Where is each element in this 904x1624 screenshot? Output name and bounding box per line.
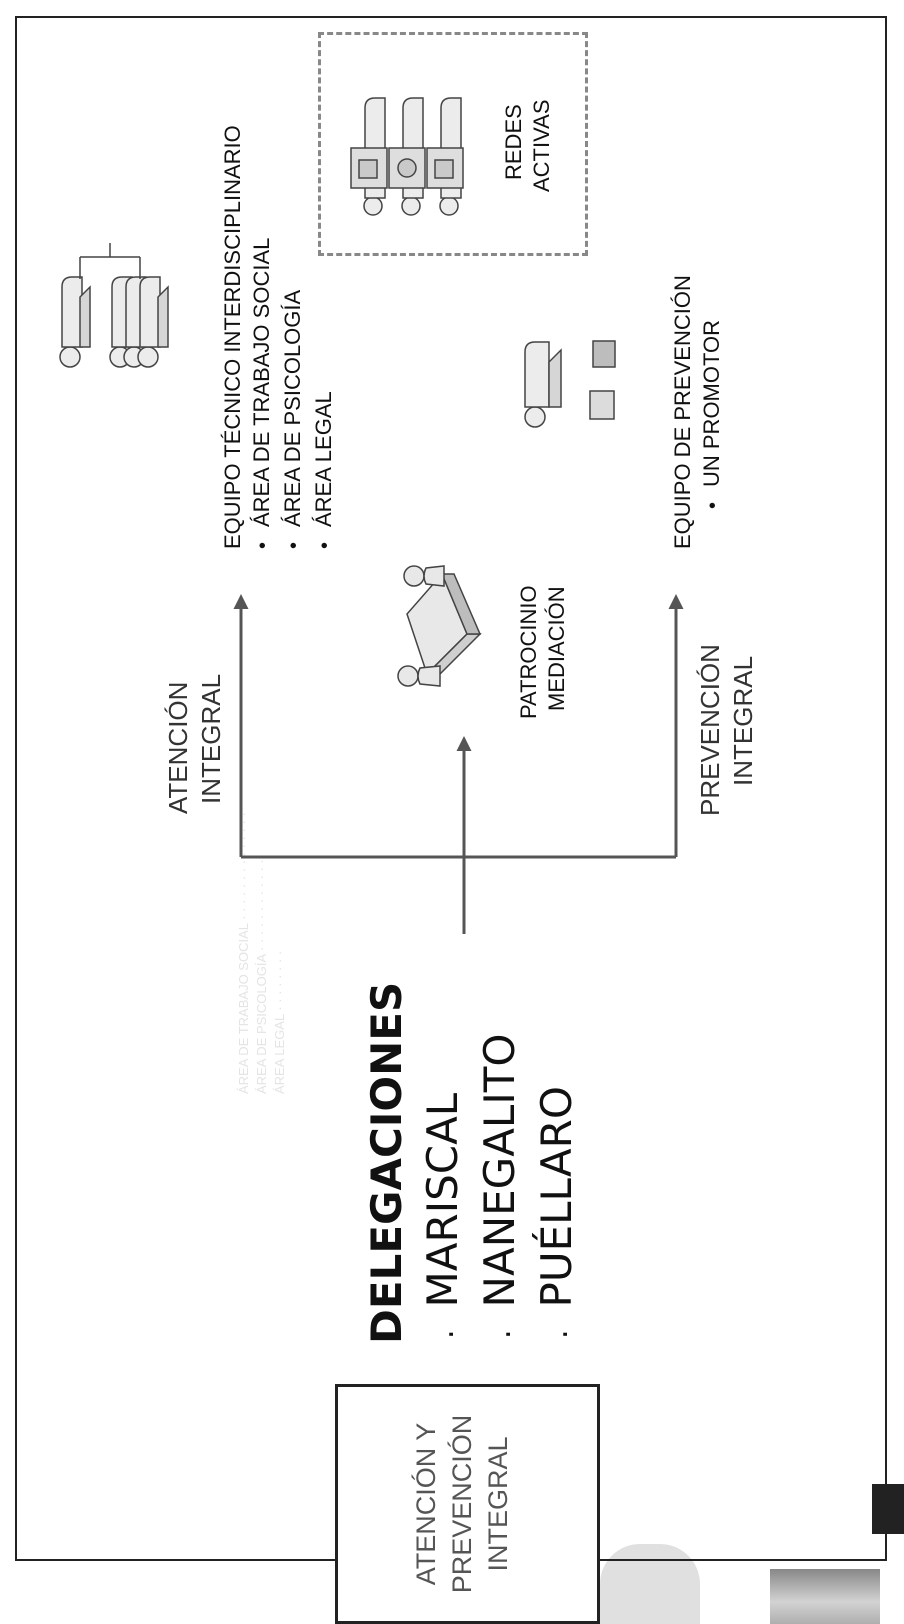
label-line: PREVENCIÓN [695,644,725,816]
mediation-meeting-icon [397,565,482,687]
label-redes-activas: REDES ACTIVAS [500,99,556,192]
promoter-person-icon [524,340,616,428]
equipo-prevencion-item: • UN PROMOTOR [697,275,728,549]
team-people-icon [59,243,169,368]
network-people-icon [350,97,464,216]
label-line: INTEGRAL [196,673,226,804]
bullet: • [314,541,336,549]
label-line: INTEGRAL [728,655,758,786]
item-label: ÁREA DE TRABAJO SOCIAL [249,237,274,527]
bullet: • [702,501,724,509]
item-label: ÁREA LEGAL [311,391,336,527]
person-figure [59,276,91,368]
item-label: UN PROMOTOR [699,319,724,487]
label-prevencion-integral: PREVENCIÓN INTEGRAL [694,644,760,816]
label-line: MEDIACIÓN [544,586,569,711]
equipo-tecnico-item: • ÁREA DE PSICOLOGÍA [278,125,309,549]
equipo-prevencion-title: EQUIPO DE PREVENCIÓN [670,275,695,549]
label-patrocinio-mediacion: PATROCINIO MEDIACIÓN [515,585,571,719]
item-label: ÁREA DE PSICOLOGÍA [280,289,305,527]
label-atencion-integral: ATENCIÓN INTEGRAL [162,674,228,814]
bullet: • [252,541,274,549]
label-line: REDES [501,104,526,180]
bullet: • [283,541,305,549]
equipo-tecnico-item: • ÁREA DE TRABAJO SOCIAL [247,125,278,549]
equipo-tecnico-title: EQUIPO TÉCNICO INTERDISCIPLINARIO [220,125,245,549]
equipo-prevencion-block: EQUIPO DE PREVENCIÓN • UN PROMOTOR [668,275,728,549]
label-line: ACTIVAS [529,99,554,192]
label-line: ATENCIÓN [163,681,193,814]
label-line: PATROCINIO [516,585,541,719]
